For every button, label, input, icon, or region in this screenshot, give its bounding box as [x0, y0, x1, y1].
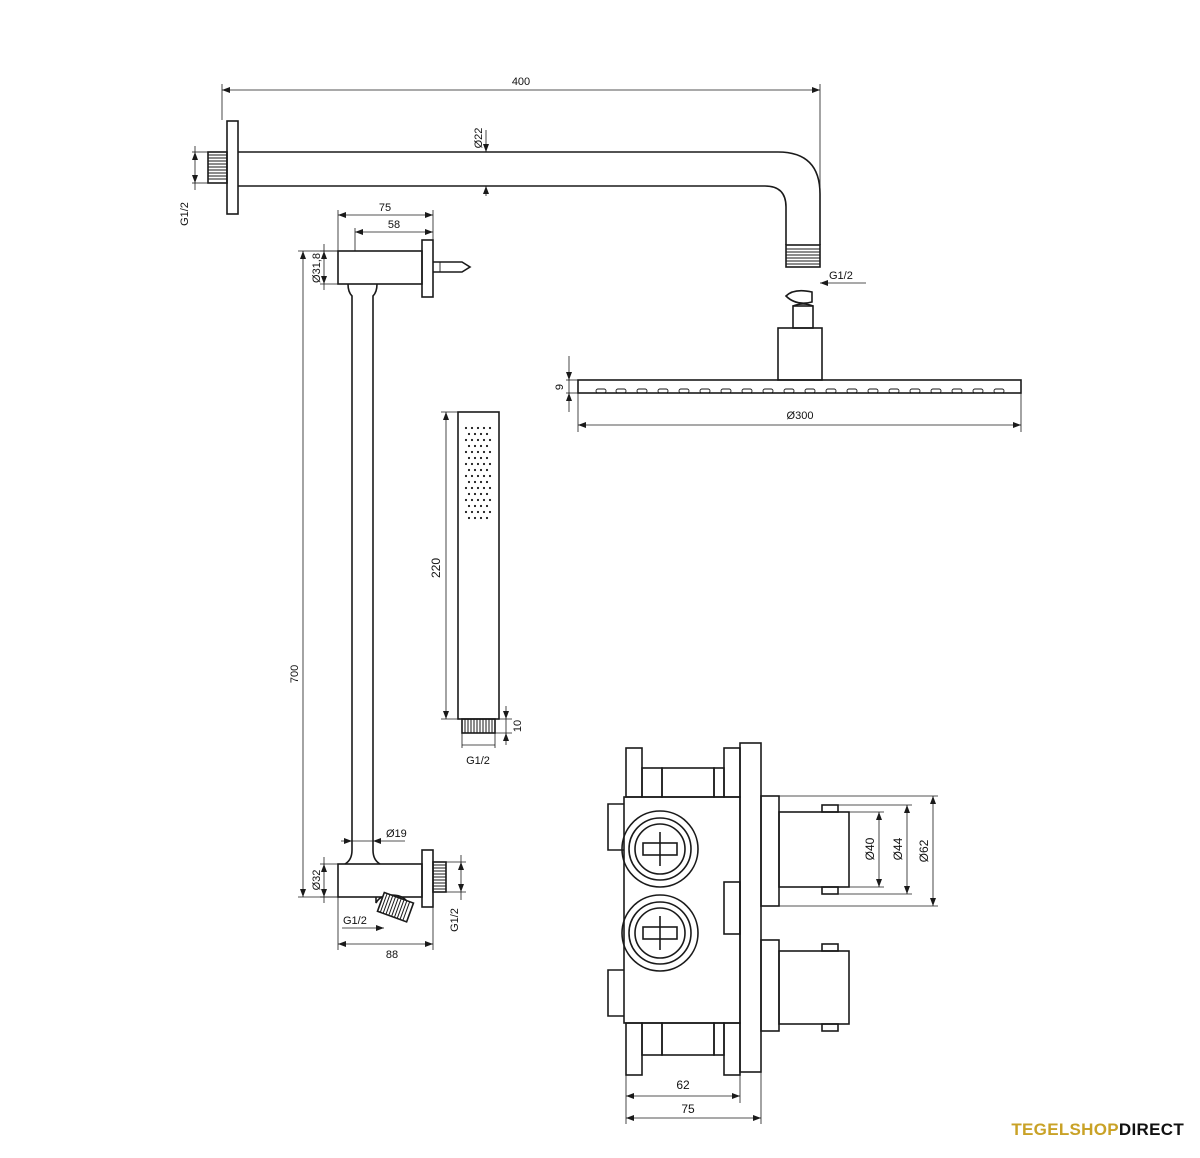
dim-arm-diameter: Ø22	[473, 128, 489, 196]
bar-top-flange	[421, 239, 434, 298]
bar-top-inner-label: 58	[388, 219, 400, 231]
thermo-body	[623, 796, 741, 1024]
dim-head-thickness: 9	[554, 356, 578, 412]
bar-rod-right	[372, 283, 381, 865]
arm-pipe-bottom	[238, 185, 787, 245]
arm-diameter-label: Ø22	[473, 128, 485, 149]
dim-body-75: 75	[626, 1072, 762, 1124]
dim-bar-side-thread: G1/2	[446, 855, 466, 932]
thermo-bottom-knob	[778, 950, 850, 1025]
dim-bar-length: 700	[289, 250, 338, 898]
head-neck	[777, 327, 823, 381]
bar-bottom-diameter-label: Ø32	[311, 870, 323, 891]
shower-head	[577, 289, 1022, 394]
head-nozzles	[595, 388, 1005, 394]
slide-bar	[337, 239, 472, 923]
bar-bottom-bracket	[337, 863, 423, 898]
arm-length-label: 400	[512, 76, 530, 88]
thermo-port-bottom	[621, 894, 699, 972]
dim-bar-bottom-diameter: Ø32	[311, 857, 338, 903]
arm-head-thread-label: G1/2	[829, 270, 853, 282]
dim-knob-44: Ø44	[838, 804, 912, 895]
hand-length-label: 220	[429, 558, 443, 578]
bar-top-depth-label: 75	[379, 202, 391, 214]
hand-shower	[457, 411, 500, 734]
thermo-bottom-boss-left	[625, 1022, 643, 1076]
bar-bottom-width-label: 88	[386, 949, 398, 961]
dim-arm-head-thread: G1/2	[820, 270, 866, 286]
thermostat-valve	[607, 742, 850, 1076]
dim-hand-thread: G1/2	[461, 733, 496, 767]
dim-arm-wall-thread: G1/2	[179, 146, 208, 226]
bar-bottom-flange	[421, 849, 434, 908]
thermo-port-top	[621, 810, 699, 888]
thermo-top-boss-right	[723, 747, 741, 798]
dim-bar-top-diameter: Ø31,8	[311, 244, 338, 290]
thermo-top-boss-left	[625, 747, 643, 798]
dim-bar-outlet-thread: G1/2	[342, 915, 384, 931]
hand-connector-label: 10	[512, 720, 524, 732]
brand-logo-part1: TEGELSHOP	[1011, 1120, 1119, 1139]
dim-knob-40: Ø40	[849, 811, 884, 888]
body-62-label: 62	[676, 1078, 690, 1092]
head-thickness-label: 9	[554, 384, 566, 390]
dim-bar-rod-diameter: Ø19	[341, 828, 407, 844]
hand-shower-body	[457, 411, 500, 720]
dim-hand-connector: 10	[495, 706, 524, 745]
arm-wall-flange	[226, 120, 239, 215]
head-swivel-joint	[784, 289, 813, 304]
dim-arm-length: 400	[221, 76, 821, 245]
arm-head-thread	[785, 244, 821, 268]
bar-outlet-thread-label: G1/2	[343, 915, 367, 927]
thermo-top-rosette	[760, 795, 780, 907]
thermo-wall-plate	[739, 742, 762, 1073]
dim-hand-length: 220	[429, 411, 462, 720]
bar-side-thread-label: G1/2	[449, 908, 461, 932]
bar-top-bracket	[337, 250, 423, 285]
brand-logo-part2: DIRECT	[1118, 1120, 1184, 1139]
knob-40-label: Ø40	[863, 837, 877, 860]
dim-bar-bottom-width: 88	[337, 897, 434, 961]
knob-44-label: Ø44	[891, 837, 905, 860]
dim-bar-top-75: 75	[337, 202, 434, 251]
head-swivel-neck	[792, 305, 814, 329]
brand-logo: TEGELSHOPDIRECT	[1011, 1120, 1184, 1140]
thermo-bottom-rosette	[760, 939, 780, 1032]
hand-shower-connector	[461, 718, 496, 734]
dim-rosette-62: Ø62	[779, 795, 938, 907]
thermo-top-knob	[778, 811, 850, 888]
bar-rod-left	[344, 283, 353, 865]
hand-thread-label: G1/2	[466, 755, 490, 767]
dim-body-62: 62	[625, 1075, 741, 1124]
body-75-label: 75	[681, 1102, 695, 1116]
rosette-62-label: Ø62	[917, 839, 931, 862]
arm-pipe-top	[238, 151, 821, 245]
head-diameter-label: Ø300	[787, 410, 814, 422]
bar-top-diameter-label: Ø31,8	[311, 253, 323, 283]
shower-arm	[207, 120, 821, 268]
head-plate	[577, 379, 1022, 394]
dim-head-diameter: Ø300	[577, 393, 1022, 432]
bar-rod-diameter-label: Ø19	[386, 828, 407, 840]
bar-length-label: 700	[289, 665, 301, 683]
arm-wall-thread-label: G1/2	[179, 202, 191, 226]
hand-shower-nozzles	[464, 426, 492, 520]
bar-top-screw	[433, 261, 472, 273]
thermo-bottom-boss-right	[723, 1022, 741, 1076]
dim-bar-top-58: 58	[354, 219, 433, 251]
